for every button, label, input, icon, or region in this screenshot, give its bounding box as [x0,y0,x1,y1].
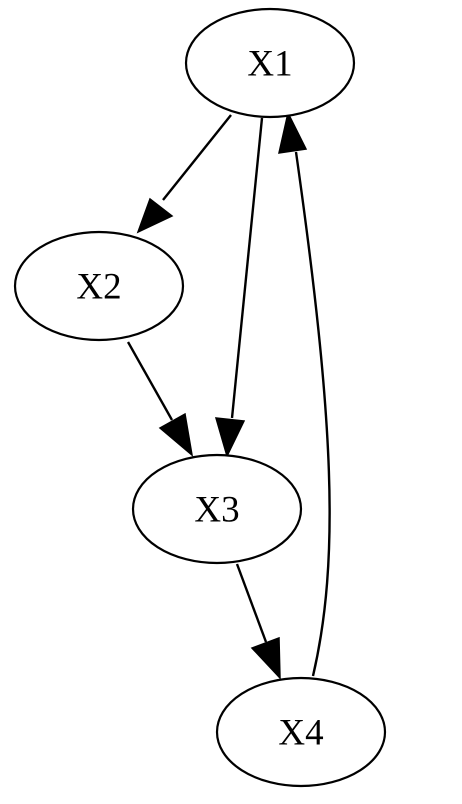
node-ellipse [184,7,356,119]
arrowhead [250,636,281,680]
edge-line [126,341,174,421]
edge-line [162,114,232,201]
node-x3: X3 [131,453,303,565]
node-x1: X1 [184,7,356,119]
node-ellipse [131,453,303,565]
edge-x3-x4 [235,563,281,680]
arrowhead [278,110,308,154]
edge-x4-x1 [278,110,331,677]
arrowhead [136,197,174,234]
node-label: X2 [76,267,121,308]
arrowhead [158,412,194,457]
arrowhead [214,417,246,459]
edge-line [230,117,264,419]
node-label: X4 [278,713,323,754]
node-label: X3 [194,490,239,531]
edge-line [294,151,331,677]
edge-x1-x2 [136,114,232,234]
node-x4: X4 [215,676,387,788]
node-ellipse [215,676,387,788]
edge-x2-x3 [126,341,194,457]
edge-line [235,563,268,643]
node-x2: X2 [13,230,185,342]
edge-x1-x3 [214,117,264,459]
node-ellipse [13,230,185,342]
node-label: X1 [247,44,292,85]
